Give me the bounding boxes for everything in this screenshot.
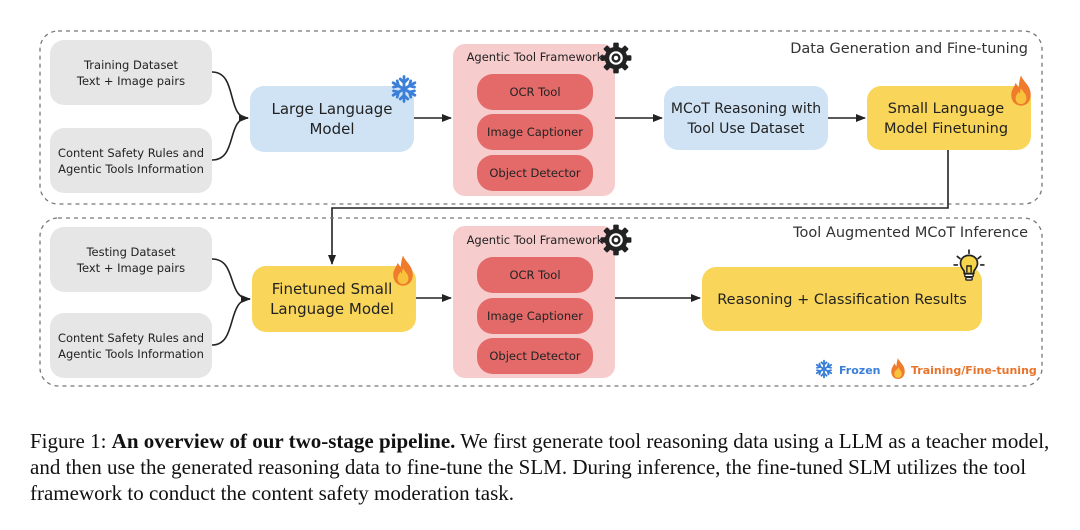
result-label: Reasoning + Classification Results (717, 292, 967, 308)
caption-bold: An overview of our two-stage pipeline. (111, 429, 456, 453)
mcot-dataset-line1: MCoT Reasoning with (671, 101, 821, 117)
llm-label-line1: Large Language (272, 100, 393, 118)
finetuned-slm-box (252, 266, 416, 332)
caption-prefix: Figure 1: (30, 429, 112, 453)
stage2-tool-ocr-box (477, 257, 593, 293)
gear-icon (599, 223, 633, 257)
stage1-input-training-line2: Text + Image pairs (76, 74, 185, 88)
pipeline-diagram: Data Generation and Fine-tuning Training… (39, 30, 1043, 387)
stage2-merge-arrow-bottom (211, 295, 251, 346)
stage2-tool-ocr-label: OCR Tool (509, 268, 560, 282)
stage1-container (39, 30, 1043, 205)
legend-training-label: Training/Fine-tuning (911, 364, 1037, 377)
mcot-dataset-line2: Tool Use Dataset (686, 121, 805, 137)
stage1-merge-arrow-bottom (211, 114, 249, 161)
stage1-framework-title: Agentic Tool Framework (467, 50, 604, 64)
slm-finetune-line2: Model Finetuning (884, 121, 1008, 137)
stage2-input-rules-box (50, 313, 212, 378)
stage2-input-testing-line2: Text + Image pairs (76, 261, 185, 275)
stage1-merge-arrow-top (211, 71, 249, 119)
legend-snowflake-icon (815, 359, 833, 379)
mcot-dataset-box (664, 86, 828, 150)
llm-label-line2: Model (309, 120, 354, 138)
stage-connector-arrow (328, 150, 949, 265)
caption-body: We first generate tool reasoning data us… (30, 429, 1050, 505)
stage1-input-rules-line1: Content Safety Rules and (58, 146, 204, 160)
legend-frozen-label: Frozen (839, 364, 881, 377)
gear-icon (599, 41, 633, 75)
stage2-input-rules-line1: Content Safety Rules and (58, 331, 204, 345)
stage2-container (39, 217, 1043, 387)
stage1-tool-captioner-label: Image Captioner (487, 125, 583, 139)
slm-finetune-line1: Small Language (888, 101, 1005, 117)
stage2-input-testing-box (50, 227, 212, 292)
stage2-framework-title: Agentic Tool Framework (467, 233, 604, 247)
stage2-merge-arrow-top (211, 258, 251, 300)
stage2-label: Tool Augmented MCoT Inference (792, 225, 1028, 241)
legend-flame-icon (891, 358, 905, 379)
llm-box (250, 86, 414, 152)
stage2-tool-detector-label: Object Detector (489, 349, 580, 363)
stage2-input-testing-line1: Testing Dataset (85, 245, 176, 259)
stage1-tool-detector-label: Object Detector (489, 166, 580, 180)
figure-caption: Figure 1: An overview of our two-stage p… (30, 428, 1060, 506)
stage1-input-training-line1: Training Dataset (83, 58, 179, 72)
stage1-input-rules-line2: Agentic Tools Information (58, 162, 204, 176)
stage1-tool-captioner-box (477, 114, 593, 150)
stage1-tool-ocr-box (477, 74, 593, 110)
stage2-input-rules-line2: Agentic Tools Information (58, 347, 204, 361)
stage1-label: Data Generation and Fine-tuning (790, 41, 1028, 57)
result-box (702, 267, 982, 331)
flame-icon (1011, 75, 1031, 106)
stage1-tool-detector-box (477, 155, 593, 191)
stage2-tool-captioner-box (477, 298, 593, 334)
finetuned-slm-line2: Language Model (270, 300, 394, 318)
stage2-tool-captioner-label: Image Captioner (487, 309, 583, 323)
slm-finetune-box (867, 86, 1031, 150)
finetuned-slm-line1: Finetuned Small (272, 280, 393, 298)
stage1-input-rules-box (50, 128, 212, 193)
stage1-input-training-box (50, 40, 212, 105)
stage1-tool-ocr-label: OCR Tool (509, 85, 560, 99)
stage2-tool-detector-box (477, 338, 593, 374)
flame-icon (393, 255, 413, 286)
